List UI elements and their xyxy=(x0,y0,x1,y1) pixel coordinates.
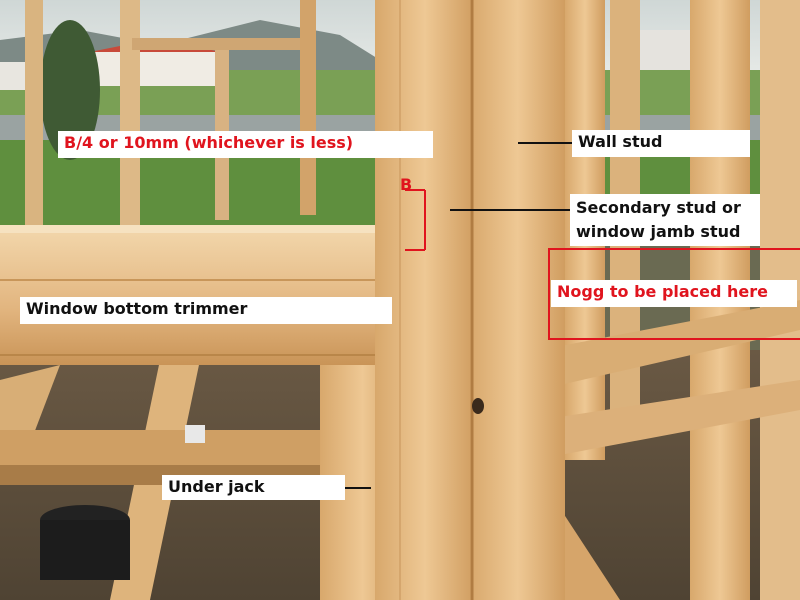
under-jack-leader xyxy=(345,487,371,489)
secondary-stud-label-line2: window jamb stud xyxy=(576,222,741,241)
trimmer-label: Window bottom trimmer xyxy=(20,297,392,324)
secondary-stud-label: Secondary stud or window jamb stud xyxy=(570,194,760,246)
secondary-stud-leader xyxy=(450,209,570,211)
b-marker-label: B xyxy=(400,175,413,194)
nogg-placement-box xyxy=(548,248,800,340)
under-jack-label: Under jack xyxy=(162,475,345,500)
b-rule-label: B/4 or 10mm (whichever is less) xyxy=(58,131,433,158)
wall-stud-label: Wall stud xyxy=(572,130,750,157)
secondary-stud-label-line1: Secondary stud or xyxy=(576,198,741,217)
wall-stud-leader xyxy=(518,142,572,144)
nogg-label: Nogg to be placed here xyxy=(551,280,797,307)
